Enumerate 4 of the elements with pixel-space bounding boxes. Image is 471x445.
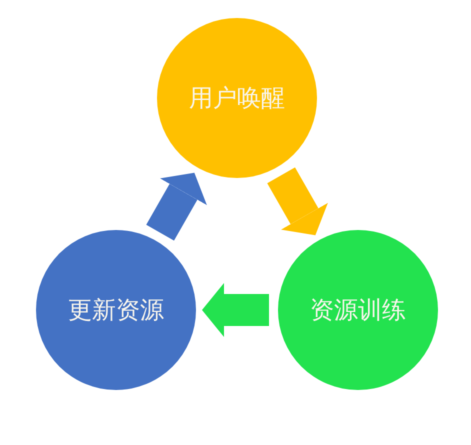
stage-label: 用户唤醒	[189, 84, 285, 112]
block-arrow	[202, 283, 269, 337]
stage-label: 资源训练	[310, 296, 406, 324]
stage-label: 更新资源	[68, 296, 164, 324]
